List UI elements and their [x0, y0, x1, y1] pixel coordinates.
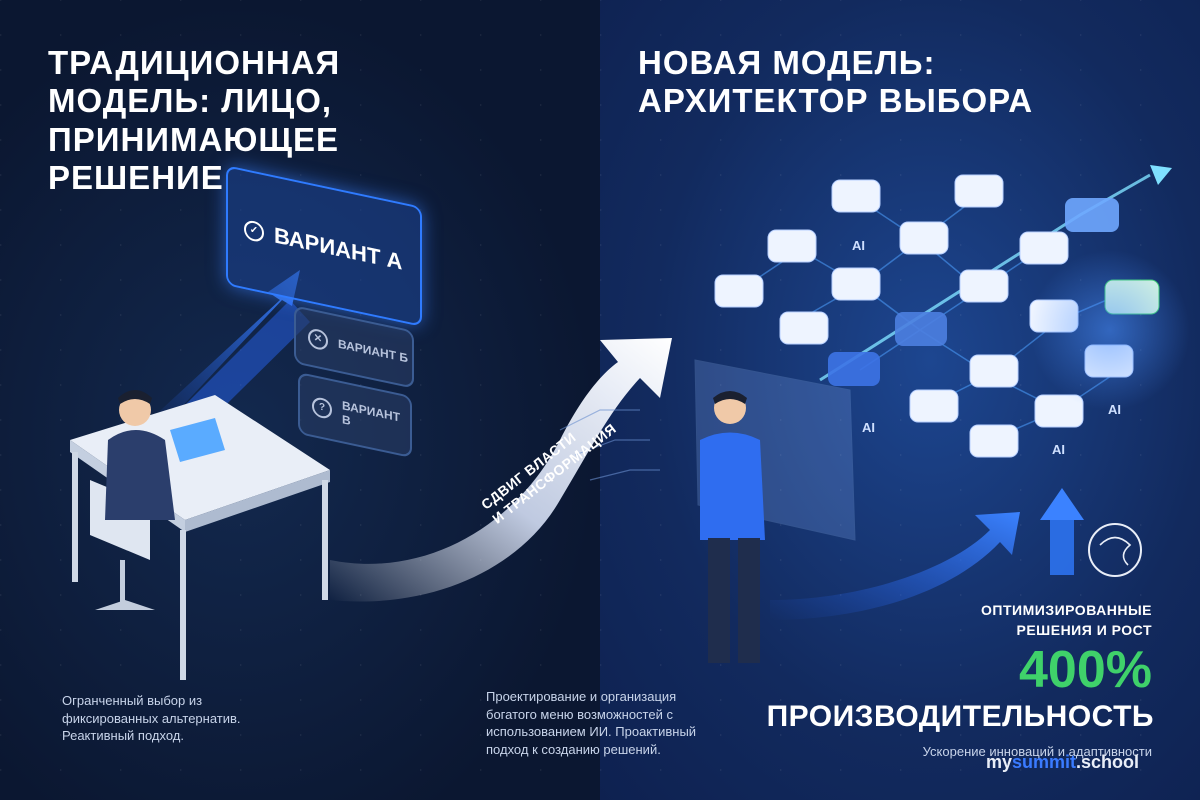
watermark-part3: .school: [1076, 752, 1140, 772]
ai-tag: AI: [1108, 402, 1121, 417]
acceleration-caption: Ускорение инноваций и адаптивности: [922, 744, 1152, 759]
question-icon: ?: [312, 395, 332, 421]
x-icon: ✕: [308, 327, 328, 352]
watermark-part1: my: [986, 752, 1013, 772]
optimized-line1: ОПТИМИЗИРОВАННЫЕ: [981, 602, 1152, 618]
watermark-logo: mysummit.school: [986, 752, 1139, 773]
transition-caption: Проектирование и организация богатого ме…: [486, 689, 697, 757]
optimized-label: ОПТИМИЗИРОВАННЫЕ РЕШЕНИЯ И РОСТ: [930, 600, 1152, 641]
watermark-part2: summit: [1012, 752, 1077, 772]
left-title: ТРАДИЦИОННАЯ МОДЕЛЬ: ЛИЦО, ПРИНИМАЮЩЕЕ Р…: [48, 44, 341, 196]
ai-tag: AI: [862, 420, 875, 435]
right-title: НОВАЯ МОДЕЛЬ: АРХИТЕКТОР ВЫБОРА: [638, 44, 1034, 120]
optimized-line2: РЕШЕНИЯ И РОСТ: [1016, 622, 1152, 639]
check-icon: ✓: [244, 218, 264, 244]
percent-value: 400%: [1019, 641, 1152, 699]
ai-tag: AI: [1052, 442, 1065, 457]
ai-tag: AI: [852, 238, 865, 253]
option-a-label: ВАРИАНТ А: [274, 222, 403, 275]
option-c-label: ВАРИАНТ В: [342, 398, 401, 429]
productivity-label: ПРОИЗВОДИТЕЛЬНОСТЬ: [766, 700, 1154, 733]
option-b-label: ВАРИАНТ Б: [338, 336, 408, 366]
left-caption: Огранченный выбор из фиксированных альте…: [62, 693, 241, 744]
